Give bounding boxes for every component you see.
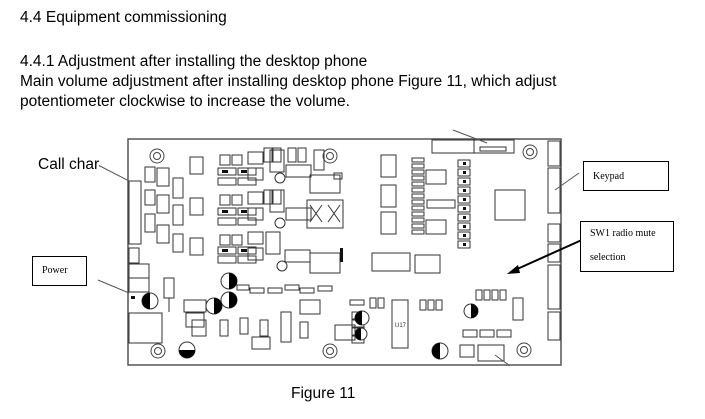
volume-potentiometer [473, 139, 515, 154]
electrolytic-capacitor [463, 303, 479, 319]
mounting-hole [522, 144, 538, 160]
dip-ic-u17 [391, 299, 409, 349]
power-label-box: Power [32, 256, 87, 286]
keypad-leader [554, 172, 580, 191]
section-heading: 4.4 Equipment commissioning [20, 9, 227, 26]
sw1-label-line-1: SW1 radio mute [590, 228, 656, 239]
call-channel-connector [128, 180, 142, 245]
mounting-hole [516, 342, 532, 358]
keypad-label-box: Keypad [583, 161, 669, 191]
dip-ic [380, 211, 397, 235]
electrolytic-capacitor [431, 342, 449, 360]
call-channel-callout: Call char [38, 155, 100, 175]
dip-ic [380, 184, 397, 208]
power-label: Power [42, 265, 68, 276]
body-text-line-2: potentiometer clockwise to increase the … [20, 93, 350, 110]
mounting-hole [149, 148, 165, 164]
sw1-label-box: SW1 radio mute selection [580, 221, 674, 272]
figure-caption: Figure 11 [291, 385, 356, 402]
electrolytic-capacitor [220, 272, 238, 290]
electrolytic-capacitor [178, 341, 196, 359]
top-connector-leader [452, 129, 488, 144]
component-cluster [217, 189, 282, 226]
ic-u17-label: U17 [395, 323, 407, 329]
electrolytic-capacitor [220, 291, 238, 309]
electrolytic-capacitor [354, 310, 370, 326]
transformer [306, 199, 344, 229]
resistor-array [457, 159, 471, 249]
top-connector [431, 139, 475, 154]
electrolytic-capacitor [141, 292, 159, 310]
sw1-arrow [507, 238, 585, 274]
pcb-board-outline [127, 138, 562, 366]
keypad-connector [547, 167, 561, 214]
keypad-label: Keypad [593, 171, 625, 182]
body-text-line-1: Main volume adjustment after installing … [20, 73, 557, 90]
main-processor-chip [494, 189, 526, 221]
power-leader [97, 279, 130, 294]
component-cluster [217, 231, 264, 264]
mounting-hole [150, 343, 166, 359]
dip-ic [380, 154, 397, 178]
subsection-heading: 4.4.1 Adjustment after installing the de… [20, 53, 368, 70]
electrolytic-capacitor [354, 327, 368, 341]
bottom-connector-leader [494, 354, 511, 367]
call-channel-leader [97, 164, 130, 182]
electrolytic-capacitor [205, 297, 223, 315]
mounting-hole [322, 148, 338, 164]
mounting-hole [322, 343, 338, 359]
component-cluster [217, 147, 282, 186]
sw1-label-line-2: selection [590, 252, 626, 263]
